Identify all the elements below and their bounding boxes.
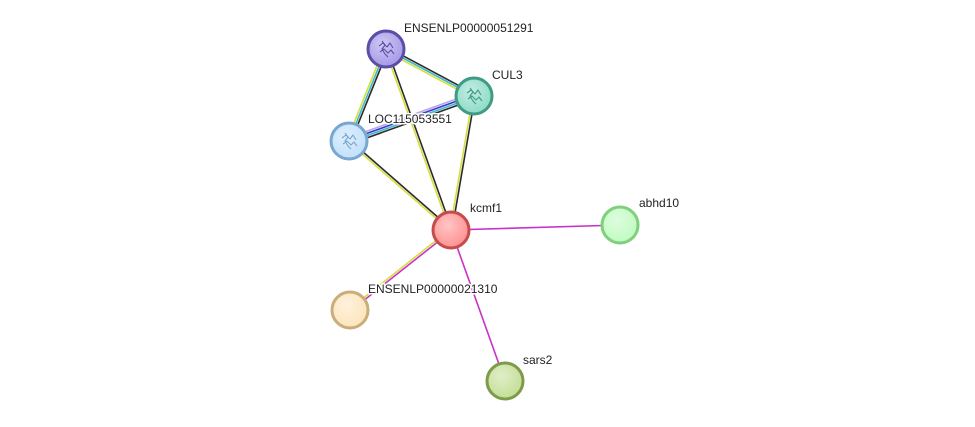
- structure-strand: [469, 87, 477, 105]
- edge-evidence-line: [451, 96, 476, 231]
- edge-LOC115053551-kcmf1[interactable]: [347, 139, 453, 232]
- edge-evidence-line: [347, 141, 451, 232]
- node-label: CUL3: [492, 68, 523, 82]
- edge-evidence-line: [450, 229, 506, 382]
- structure-strand: [378, 42, 394, 49]
- node-highlight: [333, 125, 365, 157]
- node-label: LOC115053551: [368, 112, 452, 126]
- node-LOC115053551[interactable]: [329, 121, 369, 161]
- edge-ENSENLP00000051291-kcmf1[interactable]: [384, 48, 453, 231]
- node-label: kcmf1: [470, 201, 502, 215]
- edge-evidence-line: [348, 228, 451, 310]
- node-highlight: [458, 80, 490, 112]
- edge-evidence-line: [350, 230, 453, 312]
- node-abhd10[interactable]: [600, 205, 640, 245]
- edge-evidence-line: [349, 96, 475, 143]
- protein-structure-icon: [466, 87, 483, 105]
- node-kcmf1[interactable]: [431, 210, 471, 250]
- node-layer: [329, 29, 640, 401]
- edge-kcmf1-sars2[interactable]: [450, 229, 506, 382]
- node-highlight: [370, 33, 402, 65]
- node-label: ENSENLP00000051291: [404, 21, 534, 35]
- structure-strand: [341, 134, 357, 141]
- node-CUL3[interactable]: [454, 76, 494, 116]
- edge-evidence-line: [349, 139, 453, 230]
- edge-evidence-line: [449, 95, 474, 230]
- edge-evidence-line: [386, 48, 453, 230]
- node-sars2[interactable]: [485, 361, 525, 401]
- edge-kcmf1-abhd10[interactable]: [450, 224, 621, 231]
- node-ENSENLP00000051291[interactable]: [366, 29, 406, 69]
- protein-structure-icon: [378, 40, 395, 58]
- edge-CUL3-LOC115053551[interactable]: [347, 92, 476, 145]
- edge-evidence-line: [347, 92, 474, 139]
- edge-evidence-line: [384, 49, 451, 231]
- node-highlight: [604, 209, 636, 241]
- edge-evidence-line: [348, 94, 474, 141]
- edge-CUL3-kcmf1[interactable]: [449, 95, 476, 231]
- node-highlight: [435, 214, 467, 246]
- edge-kcmf1-ENSENLP00000021310[interactable]: [348, 228, 453, 312]
- structure-strand: [344, 132, 352, 150]
- edge-evidence-line: [450, 224, 621, 231]
- node-label: sars2: [523, 353, 553, 367]
- structure-strand: [381, 40, 389, 58]
- node-ENSENLP00000021310[interactable]: [330, 290, 370, 330]
- node-highlight: [489, 365, 521, 397]
- structure-strand: [466, 89, 482, 96]
- edge-evidence-line: [349, 98, 476, 145]
- node-highlight: [334, 294, 366, 326]
- node-label: abhd10: [639, 196, 679, 210]
- protein-structure-icon: [341, 132, 358, 150]
- node-label: ENSENLP00000021310: [368, 282, 498, 296]
